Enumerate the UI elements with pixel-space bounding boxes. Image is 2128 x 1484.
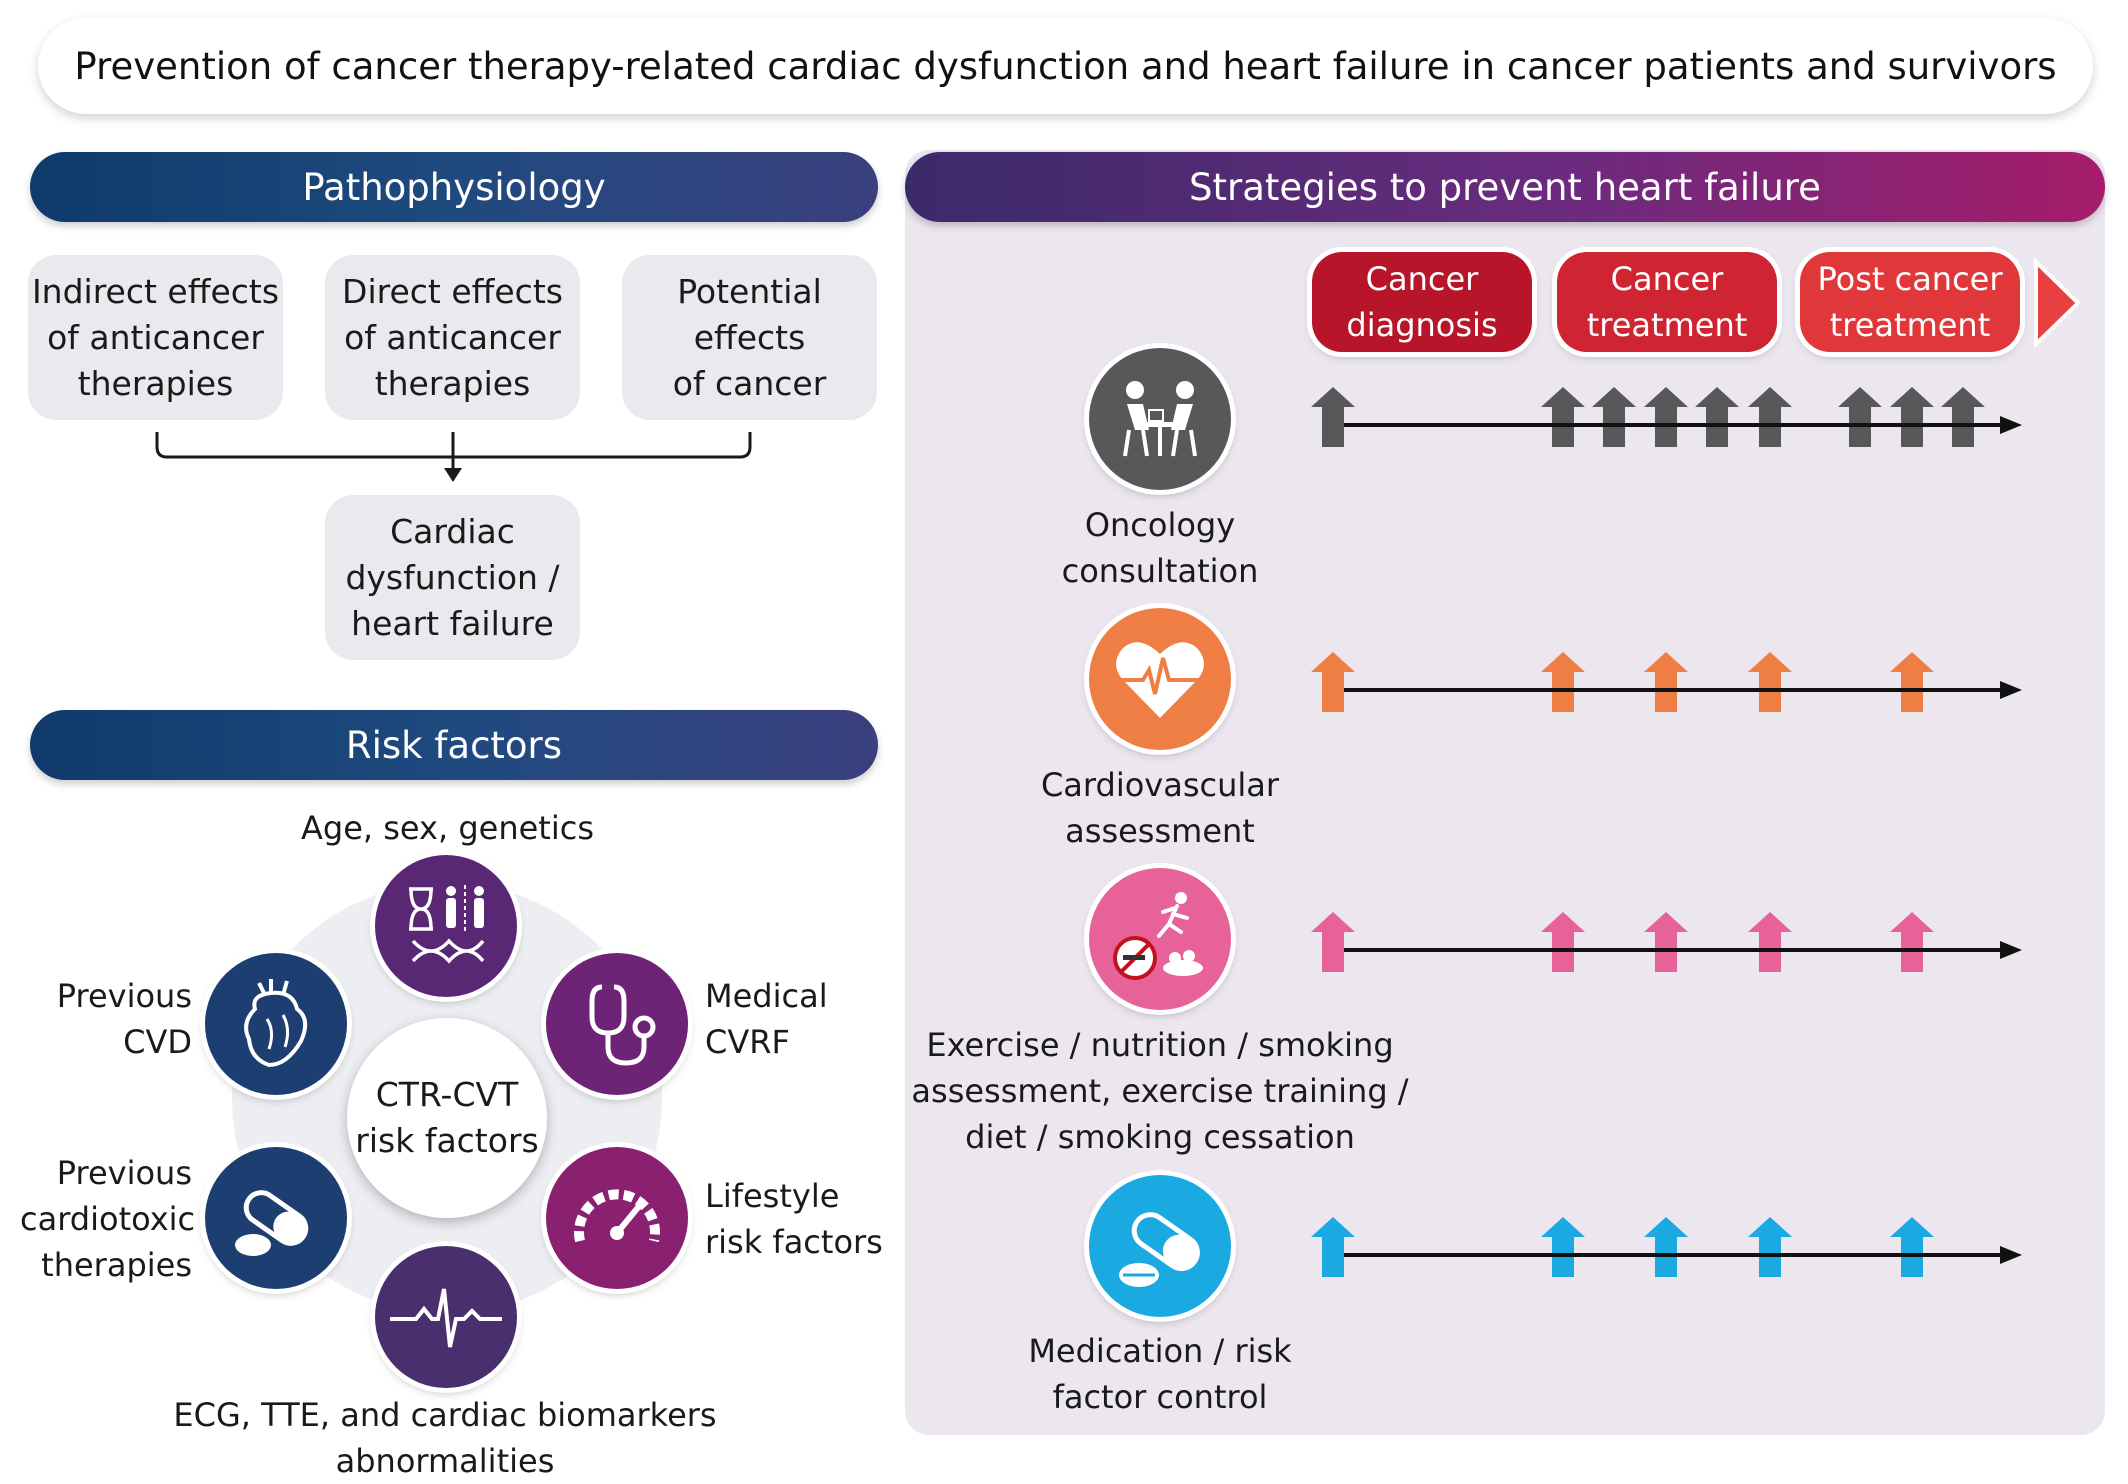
medication-up-arrow-icon xyxy=(1748,1217,1792,1277)
medication-icon xyxy=(1089,1175,1231,1317)
oncology-up-arrow-icon xyxy=(1541,387,1585,447)
phase-cancer-diagnosis: Cancer diagnosis xyxy=(1312,252,1532,352)
risk-factors-header: Risk factors xyxy=(30,710,878,780)
strategies-header: Strategies to prevent heart failure xyxy=(905,152,2105,222)
cardiac-dysfunction-box: Cardiac dysfunction / heart failure xyxy=(325,495,580,660)
medication-timeline-arrowhead xyxy=(2000,1246,2022,1264)
heart-organ-icon xyxy=(205,953,347,1095)
oncology-up-arrow-icon xyxy=(1311,387,1355,447)
oncology-up-arrow-icon xyxy=(1941,387,1985,447)
phase-cancer-treatment: Cancer treatment xyxy=(1557,252,1777,352)
oncology-timeline-arrowhead xyxy=(2000,416,2022,434)
medication-up-arrow-icon xyxy=(1311,1217,1355,1277)
cardiovascular-up-arrow-icon xyxy=(1311,652,1355,712)
cardiovascular-up-arrow-icon xyxy=(1890,652,1934,712)
lifestyle-up-arrow-icon xyxy=(1644,912,1688,972)
cardiovascular-timeline-arrowhead xyxy=(2000,681,2022,699)
stethoscope-icon xyxy=(546,953,688,1095)
medication-up-arrow-icon xyxy=(1890,1217,1934,1277)
direct-effects-box: Direct effects of anticancer therapies xyxy=(325,255,580,420)
cardiovascular-up-arrow-icon xyxy=(1644,652,1688,712)
heart-monitor-icon xyxy=(1089,608,1231,750)
phase-post-cancer-treatment: Post cancer treatment xyxy=(1800,252,2020,352)
age-sex-genetics-label: Age, sex, genetics xyxy=(301,809,594,847)
medication-label: Medication / risk factor control xyxy=(1028,1332,1292,1416)
main-title: Prevention of cancer therapy-related car… xyxy=(38,18,2093,114)
medication-up-arrow-icon xyxy=(1644,1217,1688,1277)
lifestyle-assessment-icon xyxy=(1089,868,1231,1010)
oncology-up-arrow-icon xyxy=(1644,387,1688,447)
oncology-up-arrow-icon xyxy=(1890,387,1934,447)
lifestyle-up-arrow-icon xyxy=(1311,912,1355,972)
ecg-icon xyxy=(375,1246,517,1388)
cardiovascular-up-arrow-icon xyxy=(1748,652,1792,712)
phase-arrow-icon xyxy=(2034,258,2081,348)
oncology-consultation-label: Oncology consultation xyxy=(1061,506,1259,590)
cancer-effects-box: Potential effects of cancer xyxy=(622,255,877,420)
previous-cvd-label: Previous CVD xyxy=(56,977,192,1061)
previous-cardiotoxic-label: Previous cardiotoxic therapies xyxy=(20,1154,196,1284)
lifestyle-assessment-label: Exercise / nutrition / smoking assessmen… xyxy=(911,1026,1409,1156)
ctr-cvt-center: CTR-CVT risk factors xyxy=(347,1018,547,1218)
oncology-consultation-icon xyxy=(1089,348,1231,490)
gauge-icon xyxy=(546,1147,688,1289)
indirect-effects-box: Indirect effects of anticancer therapies xyxy=(28,255,283,420)
oncology-up-arrow-icon xyxy=(1592,387,1636,447)
oncology-up-arrow-icon xyxy=(1695,387,1739,447)
lifestyle-up-arrow-icon xyxy=(1541,912,1585,972)
lifestyle-label: Lifestyle risk factors xyxy=(705,1177,883,1261)
oncology-up-arrow-icon xyxy=(1748,387,1792,447)
cardiovascular-up-arrow-icon xyxy=(1541,652,1585,712)
lifestyle-up-arrow-icon xyxy=(1890,912,1934,972)
medical-cvrf-label: Medical CVRF xyxy=(705,977,828,1061)
oncology-up-arrow-icon xyxy=(1838,387,1882,447)
pathophysiology-header: Pathophysiology xyxy=(30,152,878,222)
lifestyle-timeline-arrowhead xyxy=(2000,941,2022,959)
pill-icon xyxy=(205,1147,347,1289)
medication-up-arrow-icon xyxy=(1541,1217,1585,1277)
strategy-timelines xyxy=(1311,387,2022,1277)
pathophysiology-connector xyxy=(155,432,752,482)
age-sex-genetics-icon xyxy=(375,855,517,997)
cardiovascular-assessment-label: Cardiovascular assessment xyxy=(1040,766,1280,850)
lifestyle-up-arrow-icon xyxy=(1748,912,1792,972)
